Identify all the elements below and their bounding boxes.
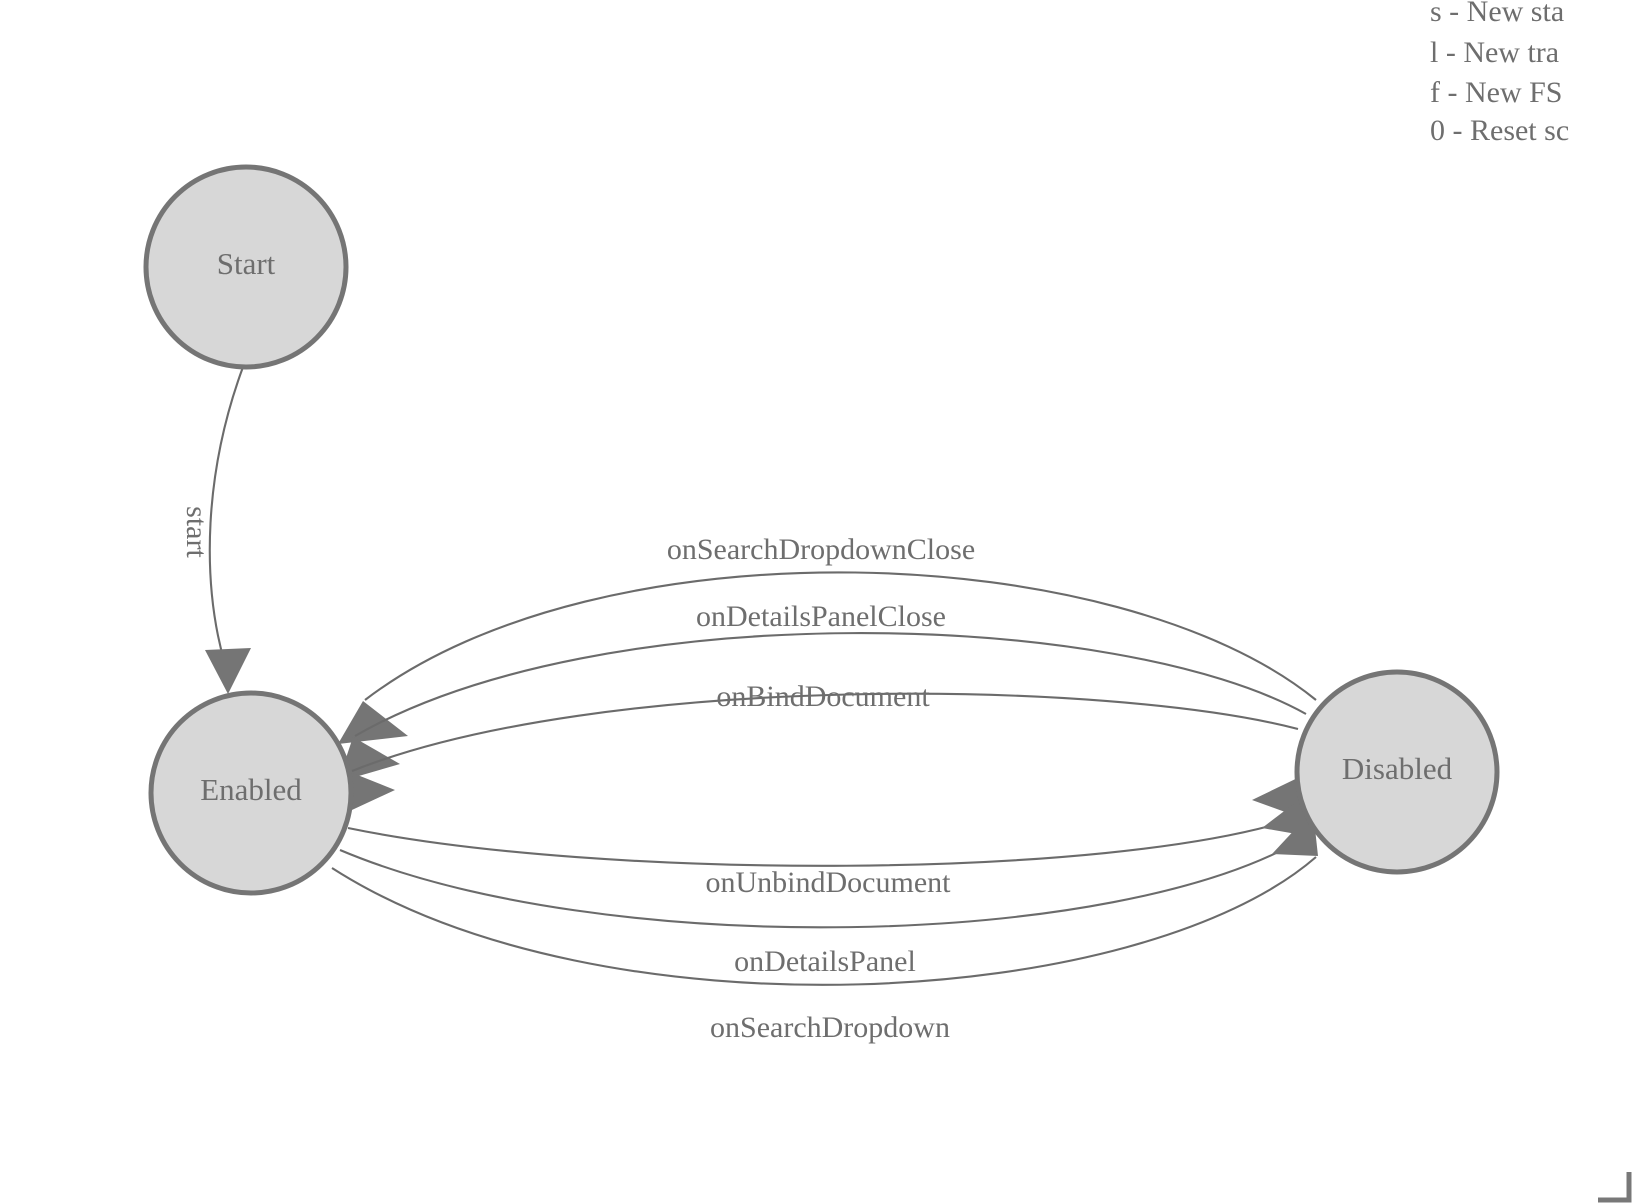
arrowhead-icon xyxy=(1272,810,1318,856)
transition-path[interactable] xyxy=(354,632,1307,737)
state-node-disabled[interactable]: Disabled xyxy=(1294,669,1500,875)
state-node-start[interactable]: Start xyxy=(143,164,349,370)
transition-label-onDetailsPanelClose: onDetailsPanelClose xyxy=(696,600,946,633)
state-node-label: Start xyxy=(217,246,276,281)
state-node-shape[interactable] xyxy=(1294,669,1500,875)
state-node-enabled[interactable]: Enabled xyxy=(148,690,354,896)
help-line-reset-scale: 0 - Reset sc xyxy=(1430,114,1569,147)
transition-label-start: start xyxy=(180,506,213,558)
state-node-shape[interactable] xyxy=(143,164,349,370)
state-node-shape[interactable] xyxy=(148,690,354,896)
transition-path[interactable] xyxy=(331,856,1317,986)
arrowhead-icon xyxy=(205,648,251,694)
help-line-new-state: s - New sta xyxy=(1430,0,1564,28)
transition-path[interactable] xyxy=(339,836,1307,929)
transition-label-onUnbindDocument: onUnbindDocument xyxy=(706,866,952,899)
help-line-new-fsm: f - New FS xyxy=(1430,76,1563,109)
transition-label-onSearchDropdown: onSearchDropdown xyxy=(710,1011,950,1044)
transition-label-onBindDocument: onBindDocument xyxy=(716,680,930,713)
transition-path[interactable] xyxy=(351,692,1299,772)
arrowhead-icon xyxy=(338,701,408,744)
canvas-corner-mark[interactable] xyxy=(1598,1172,1632,1203)
transition-onSearchDropdownClose[interactable] xyxy=(338,571,1317,744)
transition-path[interactable] xyxy=(208,366,244,669)
transition-onDetailsPanel[interactable] xyxy=(339,790,1312,929)
transition-onUnbindDocument[interactable] xyxy=(347,772,1310,867)
state-node-label: Enabled xyxy=(200,772,302,807)
state-node-label: Disabled xyxy=(1342,751,1453,786)
transition-start[interactable] xyxy=(205,366,251,694)
transition-label-onDetailsPanel: onDetailsPanel xyxy=(734,945,916,978)
transition-path[interactable] xyxy=(347,817,1298,867)
transition-label-onSearchDropdownClose: onSearchDropdownClose xyxy=(667,533,975,566)
help-key-legend: s - New sta l - New tra f - New FS 0 - R… xyxy=(1430,0,1569,147)
corner-bracket-icon xyxy=(1598,1172,1632,1203)
transition-path[interactable] xyxy=(364,571,1317,701)
transition-onSearchDropdown[interactable] xyxy=(331,810,1318,986)
help-line-new-transition: l - New tra xyxy=(1430,36,1559,69)
